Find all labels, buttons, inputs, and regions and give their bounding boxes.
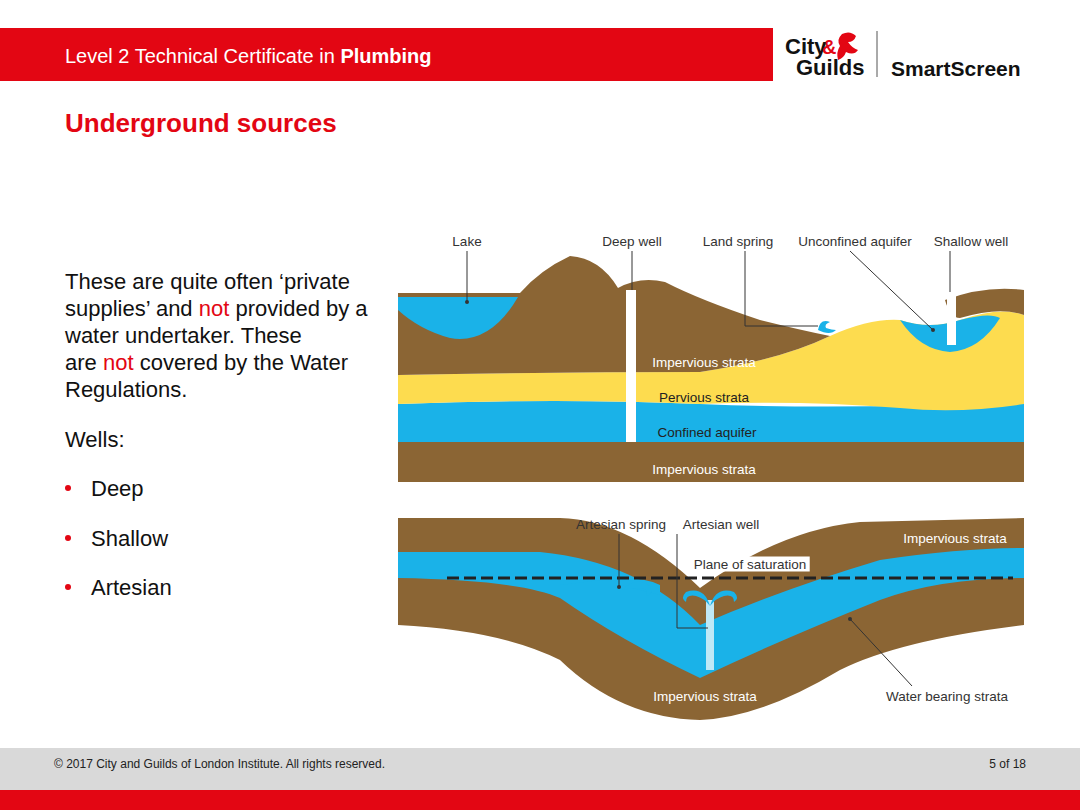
- strata-label: Impervious strata: [903, 531, 1007, 546]
- bullet-text: Shallow: [91, 526, 168, 552]
- bullet-dot: [65, 584, 71, 590]
- artesian-cross-section: [398, 518, 1024, 720]
- header-bold: Plumbing: [340, 45, 431, 67]
- strata-label: Impervious strata: [652, 355, 756, 370]
- emphasis-text: not: [199, 296, 230, 321]
- emphasis-text: not: [103, 350, 134, 375]
- strata-label: Pervious strata: [659, 390, 749, 405]
- footer-bar: [0, 748, 1080, 790]
- logo-text: SmartScreen: [891, 57, 1021, 81]
- diagram-label: Artesian spring: [576, 517, 666, 532]
- list-heading: Wells:: [65, 427, 125, 453]
- strata-label: Impervious strata: [653, 689, 757, 704]
- diagram-label: Plane of saturation: [691, 557, 810, 572]
- slide-title: Underground sources: [65, 108, 337, 139]
- footer-red-bar: [0, 790, 1080, 810]
- intro-paragraph: These are quite often ‘private supplies’…: [65, 268, 377, 403]
- footer-copyright: © 2017 City and Guilds of London Institu…: [54, 757, 385, 771]
- strata-label: Confined aquifer: [657, 425, 756, 440]
- header-bar: [0, 28, 773, 81]
- bullet-dot: [65, 485, 71, 491]
- diagram-label: Lake: [452, 234, 481, 249]
- wells-cross-section: [398, 251, 1024, 482]
- strata-label: Impervious strata: [652, 462, 756, 477]
- header-text: Level 2 Technical Certificate in: [65, 45, 335, 67]
- diagram-label: Artesian well: [683, 517, 760, 532]
- bullet-text: Deep: [91, 476, 144, 502]
- bullet-text: Artesian: [91, 575, 172, 601]
- diagram-label: Land spring: [703, 234, 774, 249]
- logo-text: Guilds: [796, 55, 864, 81]
- diagram-label: Deep well: [602, 234, 661, 249]
- logo-divider: [877, 31, 878, 77]
- header-text: Level 2 Technical Certificate inPlumbing: [65, 45, 431, 68]
- diagram-label: Water bearing strata: [886, 689, 1008, 704]
- diagram-label: Unconfined aquifer: [798, 234, 911, 249]
- diagram-label: Shallow well: [934, 234, 1008, 249]
- bullet-dot: [65, 535, 71, 541]
- page-number: 5 of 18: [989, 757, 1026, 771]
